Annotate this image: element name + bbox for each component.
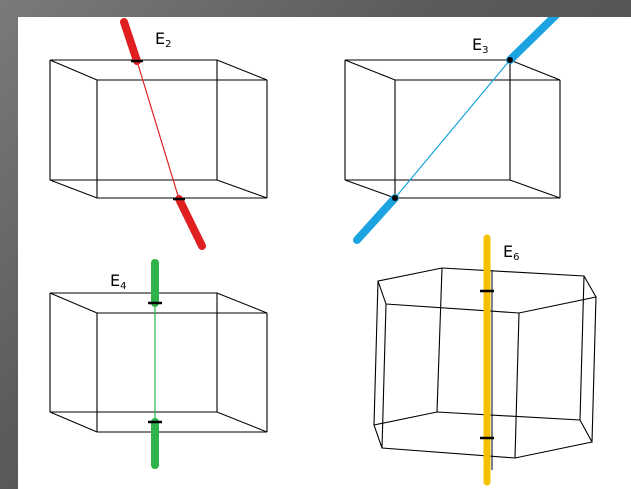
cube-e4-outline <box>49 292 268 433</box>
prism-e6-group: E6 <box>373 234 597 486</box>
e3-axis-upper <box>506 17 560 64</box>
e3-marker-top <box>507 57 513 63</box>
e4-label: E4 <box>110 271 126 292</box>
prism-e6-outline <box>373 267 597 459</box>
cube-e3-outline <box>344 59 561 199</box>
e2-axis-upper <box>120 18 141 65</box>
diagram-canvas: E2 E3 E4 <box>49 17 597 486</box>
e6-label: E6 <box>503 242 519 263</box>
e2-axis-inner <box>136 60 180 200</box>
e2-label: E2 <box>155 29 171 50</box>
cube-e4-group: E4 <box>49 259 268 469</box>
cube-e2-group: E2 <box>49 18 268 250</box>
cube-e3-group: E3 <box>344 17 561 244</box>
e3-label: E3 <box>472 35 488 56</box>
e3-marker-bottom <box>392 195 398 201</box>
e3-axis-lower <box>353 194 399 244</box>
e2-axis-lower <box>175 195 206 250</box>
cube-e2-outline <box>49 59 268 199</box>
symmetry-axes-figure: E2 E3 E4 <box>18 17 631 489</box>
e3-axis-inner <box>394 59 511 199</box>
